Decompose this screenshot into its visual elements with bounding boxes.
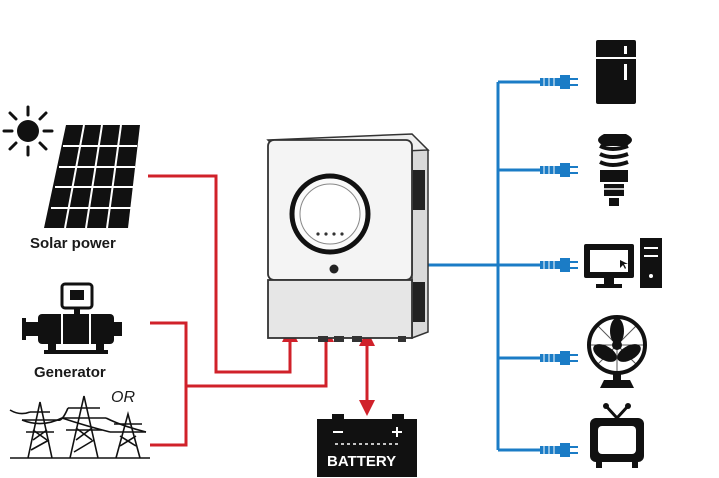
fan-icon	[587, 315, 647, 388]
battery-arrowhead-down	[359, 400, 375, 416]
generator-label: Generator	[34, 364, 106, 381]
grid-input-line	[150, 386, 188, 447]
refrigerator-icon	[596, 40, 636, 104]
inverter-icon	[266, 133, 430, 342]
battery-icon	[317, 414, 417, 477]
plug-icon	[540, 258, 578, 272]
solar-power-label: Solar power	[30, 235, 116, 252]
generator-icon	[22, 282, 122, 354]
computer-icon	[584, 238, 662, 288]
power-grid-icon	[9, 395, 150, 459]
plug-icon	[540, 351, 578, 365]
sun-icon	[2, 105, 54, 157]
power-button-icon	[329, 264, 339, 274]
battery-label: BATTERY	[327, 453, 396, 470]
plugs	[540, 75, 578, 457]
plug-icon	[540, 75, 578, 89]
television-icon	[590, 403, 644, 468]
plug-icon	[540, 443, 578, 457]
light-bulb-icon	[598, 134, 632, 206]
or-label: OR	[111, 389, 135, 406]
solar-input-line	[148, 174, 292, 374]
plug-icon	[540, 163, 578, 177]
solar-panel-icon	[44, 124, 140, 229]
input-wiring	[148, 174, 369, 447]
output-wiring	[426, 80, 548, 452]
